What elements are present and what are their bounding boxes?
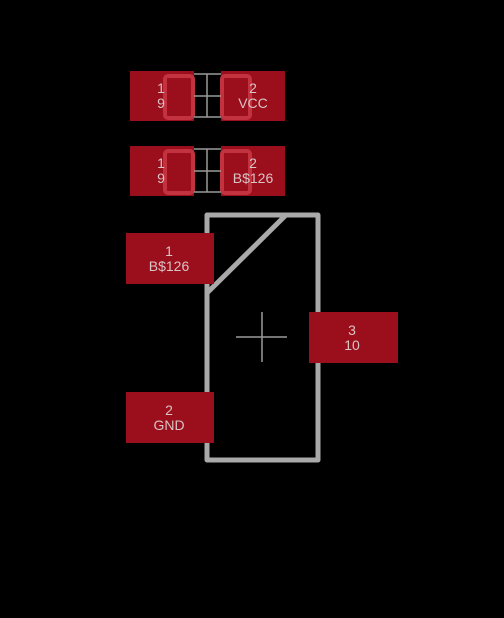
pad-number: 1 (157, 80, 165, 96)
pad-left[interactable] (130, 71, 194, 121)
pad-left[interactable] (130, 146, 194, 196)
pad-1[interactable] (126, 233, 214, 284)
component-cap-mid[interactable]: 1 9 2 B$126 (130, 146, 285, 196)
component-cap-top[interactable]: 1 9 2 VCC (130, 71, 285, 121)
body-outline (204, 212, 321, 463)
pad-number: 3 (348, 322, 356, 338)
pad-3[interactable] (309, 312, 398, 363)
pad-net: 9 (157, 95, 165, 111)
pad-number: 2 (165, 402, 173, 418)
pad-2[interactable] (126, 392, 214, 443)
pad-outline-left (163, 149, 195, 195)
pad-net: VCC (238, 95, 268, 111)
pad-number: 1 (157, 155, 165, 171)
pad-net: B$126 (233, 170, 274, 186)
pad-outline-right (220, 149, 252, 195)
pad-net: B$126 (149, 258, 190, 274)
pin1-chamfer (204, 212, 289, 296)
pad-outline-right (220, 74, 252, 120)
pad-number: 1 (165, 243, 173, 259)
pad-number: 2 (249, 155, 257, 171)
pad-net: GND (153, 417, 184, 433)
pad-outline-left (163, 74, 195, 120)
component-sot23[interactable]: 1 B$126 2 GND 3 10 (126, 212, 398, 463)
pad-net: 9 (157, 170, 165, 186)
pad-right[interactable] (221, 71, 285, 121)
pad-number: 2 (249, 80, 257, 96)
pad-right[interactable] (221, 146, 285, 196)
pad-net: 10 (344, 337, 360, 353)
